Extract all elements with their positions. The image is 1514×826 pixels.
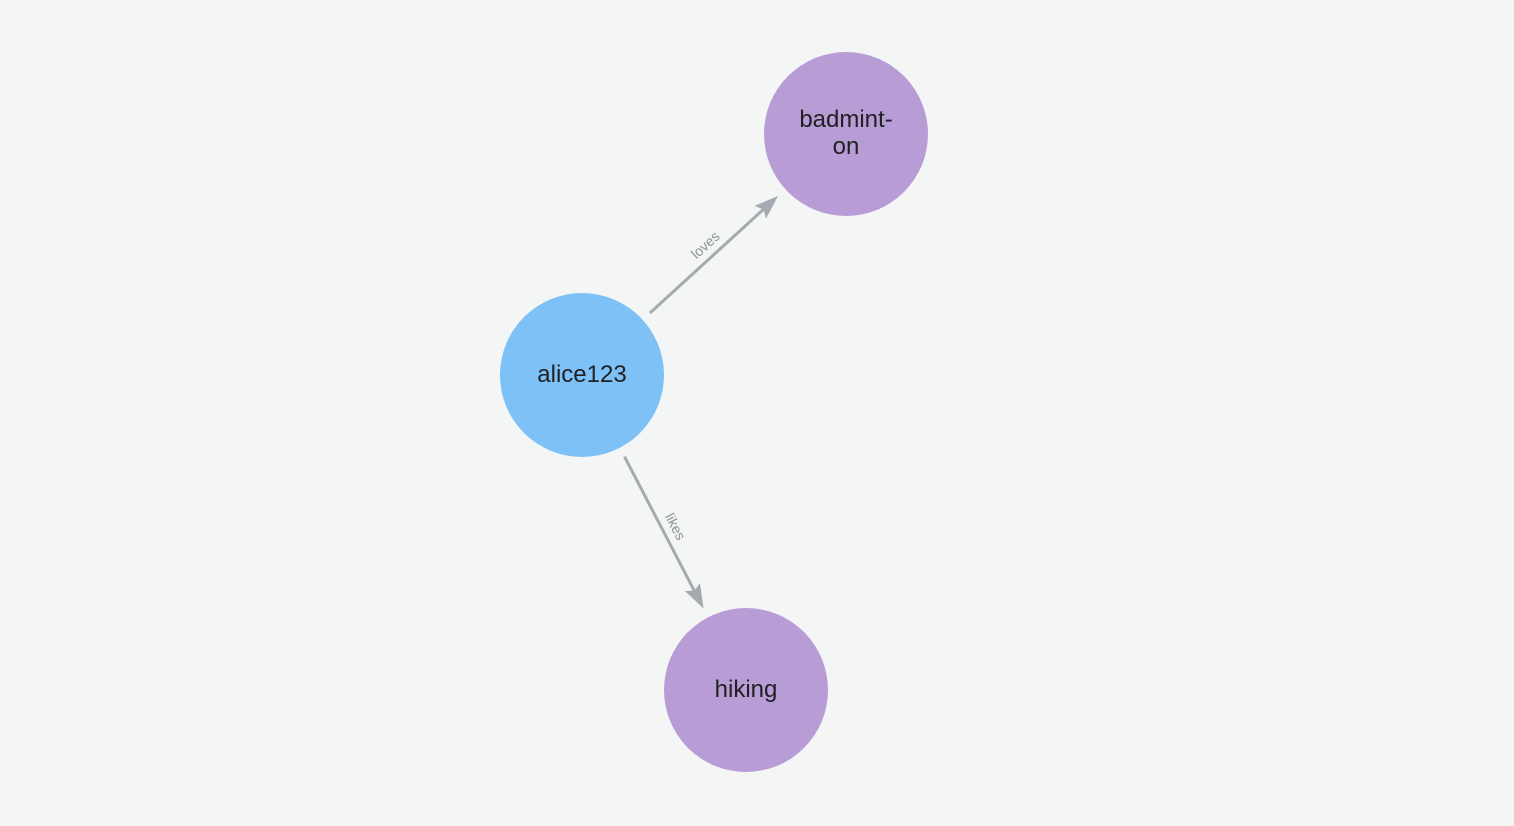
edge-line[interactable] — [623, 455, 696, 592]
edge-arrowhead-icon — [684, 583, 704, 609]
node-hiking[interactable]: hiking — [664, 608, 828, 772]
node-badminton[interactable]: badmint- on — [764, 52, 928, 216]
node-label: badmint- on — [799, 106, 893, 160]
node-alice123[interactable]: alice123 — [500, 293, 664, 457]
node-label: alice123 — [537, 360, 627, 388]
edge-line[interactable] — [648, 208, 765, 315]
node-label: hiking — [714, 675, 778, 703]
edge-arrowhead-icon — [754, 196, 779, 219]
